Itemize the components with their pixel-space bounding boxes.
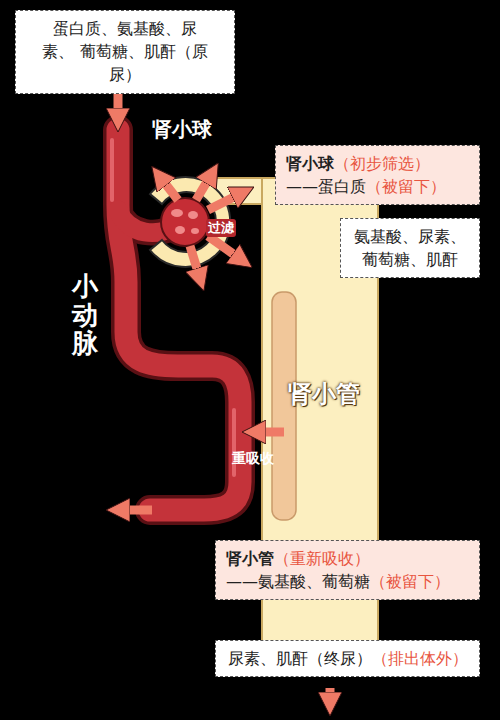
box-text: 肾小管 <box>226 549 274 568</box>
part-label: 小动脉 <box>72 272 98 358</box>
small-artery <box>112 130 240 510</box>
text-line: 肾小球（初步筛选） <box>286 152 469 175</box>
box-text: （初步筛选） <box>334 154 430 173</box>
text-wrap: 蛋白质、氨基酸、尿素、 葡萄糖、肌酐（原尿） <box>39 17 211 87</box>
box-text: 肾小球 <box>286 154 334 173</box>
text-box: 尿素、肌酐（终尿）（排出体外） <box>215 640 480 677</box>
text-box: 蛋白质、氨基酸、尿素、 葡萄糖、肌酐（原尿） <box>15 10 235 94</box>
box-text: ——蛋白质 <box>286 177 366 196</box>
text-box: 氨基酸、尿素、 葡萄糖、肌酐 <box>340 218 480 278</box>
process-label: 过滤 <box>206 219 236 237</box>
box-text: 尿素、肌酐（终尿） <box>228 649 372 668</box>
text-line: 尿素、肌酐（终尿）（排出体外） <box>226 647 469 670</box>
text-box: 肾小管（重新吸收）——氨基酸、葡萄糖（被留下） <box>215 540 480 600</box>
box-text: （排出体外） <box>372 649 468 668</box>
box-text: 蛋白质、氨基酸、尿素、 葡萄糖、肌酐（原尿） <box>39 17 211 87</box>
box-text: ——氨基酸、葡萄糖 <box>226 572 370 591</box>
text-line: 肾小管（重新吸收） <box>226 547 469 570</box>
box-text: （被留下） <box>366 177 446 196</box>
text-line: ——蛋白质（被留下） <box>286 175 469 198</box>
text-line: ——氨基酸、葡萄糖（被留下） <box>226 570 469 593</box>
text-wrap: 氨基酸、尿素、 葡萄糖、肌酐 <box>351 225 469 271</box>
text-box: 肾小球（初步筛选）——蛋白质（被留下） <box>275 145 480 205</box>
box-text: 氨基酸、尿素、 葡萄糖、肌酐 <box>351 225 469 271</box>
box-text: （重新吸收） <box>274 549 370 568</box>
box-text: （被留下） <box>370 572 450 591</box>
part-label: 肾小管 <box>288 378 360 410</box>
process-label: 重吸收 <box>232 450 274 468</box>
part-label: 肾小球 <box>152 116 212 143</box>
